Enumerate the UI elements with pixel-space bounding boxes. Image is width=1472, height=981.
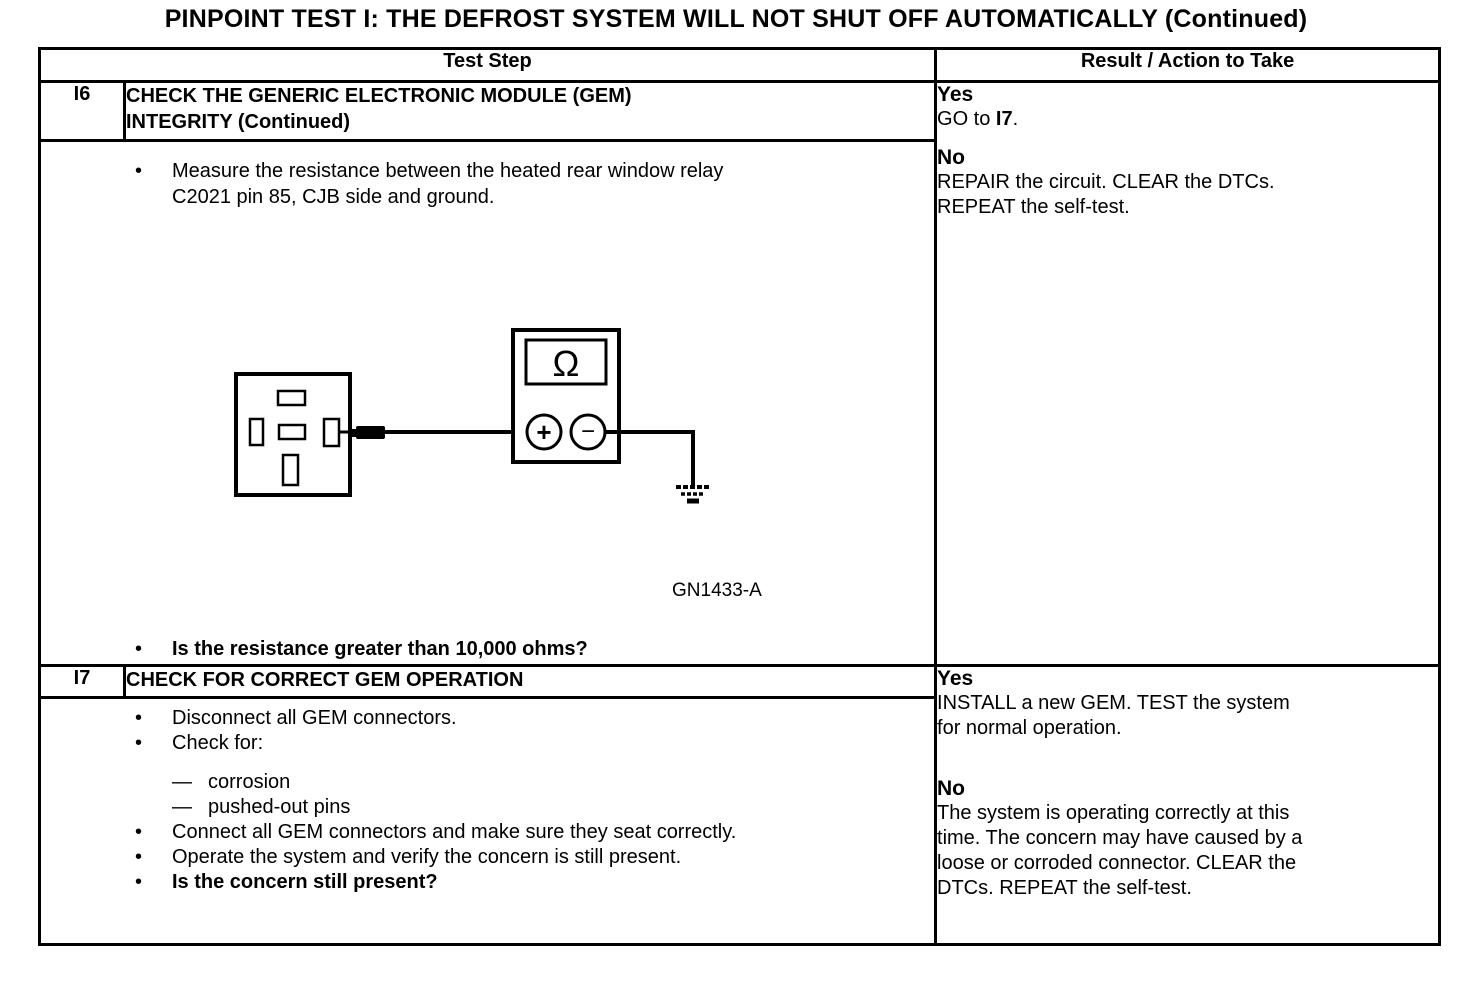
i6-question-text: Is the resistance greater than 10,000 oh… bbox=[172, 638, 588, 660]
i7-step-title: CHECK FOR CORRECT GEM OPERATION bbox=[122, 664, 938, 699]
bullet-icon: • bbox=[135, 732, 143, 754]
i7-body-cell: • Disconnect all GEM connectors. • Check… bbox=[37, 696, 938, 946]
i7-yes-label: Yes bbox=[937, 667, 974, 690]
i6-question-bullet: • Is the resistance greater than 10,000 … bbox=[41, 637, 934, 662]
circuit-diagram-svg: Ω + − bbox=[234, 328, 710, 504]
dash-icon: — bbox=[172, 796, 192, 818]
i6-yes-label: Yes bbox=[937, 83, 974, 106]
test-probe-plug-icon bbox=[350, 426, 385, 439]
bullet-icon: • bbox=[135, 871, 143, 893]
i7-title-row: I7 CHECK FOR CORRECT GEM OPERATION Yes I… bbox=[38, 664, 1442, 946]
plus-symbol: + bbox=[536, 417, 551, 447]
i6-no-action: REPAIR the circuit. CLEAR the DTCs. REPE… bbox=[937, 171, 1275, 218]
i6-no-label: No bbox=[937, 146, 966, 169]
i6-yes-step-ref: I7 bbox=[995, 108, 1013, 130]
wire-to-ground bbox=[605, 430, 695, 485]
i6-title-row: I6 CHECK THE GENERIC ELECTRONIC MODULE (… bbox=[38, 80, 1442, 667]
i7-yes-action: INSTALL a new GEM. TEST the system for n… bbox=[937, 692, 1290, 739]
i6-yes-action: GO to I7. bbox=[937, 108, 1019, 130]
bullet-icon: • bbox=[135, 846, 143, 868]
i7-question-bullet: • Is the concern still present? bbox=[41, 870, 934, 895]
i7-dash-corrosion: — corrosion bbox=[172, 771, 291, 793]
i6-result-cell: Yes GO to I7. No REPAIR the circuit. CLE… bbox=[934, 80, 1442, 667]
i7-bullet-disconnect: • Disconnect all GEM connectors. bbox=[135, 707, 457, 729]
plus-terminal-icon bbox=[525, 413, 563, 451]
test-step-header: Test Step bbox=[37, 47, 938, 83]
i7-result-cell: Yes INSTALL a new GEM. TEST the system f… bbox=[934, 664, 1442, 946]
bullet-icon: • bbox=[135, 160, 143, 182]
bullet-icon: • bbox=[135, 638, 143, 660]
minus-symbol: − bbox=[581, 418, 595, 445]
i7-no-label: No bbox=[937, 777, 966, 800]
i6-body-cell: • Measure the resistance between the hea… bbox=[37, 139, 938, 667]
i7-bullet-operate: • Operate the system and verify the conc… bbox=[135, 846, 682, 868]
i7-body-row: • Disconnect all GEM connectors. • Check… bbox=[37, 696, 1440, 946]
i6-step-title: CHECK THE GENERIC ELECTRONIC MODULE (GEM… bbox=[122, 80, 938, 142]
table-header-row: Test Step Result / Action to Take bbox=[37, 47, 1442, 83]
i7-bullet-connect: • Connect all GEM connectors and make su… bbox=[135, 821, 737, 843]
bullet-icon: • bbox=[135, 821, 143, 843]
pinpoint-test-table: Test Step Result / Action to Take I6 CHE… bbox=[37, 47, 1442, 946]
ground-icon bbox=[676, 485, 710, 504]
i7-bullet-check-for: • Check for: bbox=[135, 732, 264, 754]
i6-step-id: I6 bbox=[38, 80, 126, 142]
i6-body-row: • Measure the resistance between the hea… bbox=[37, 139, 1440, 667]
bullet-icon: • bbox=[135, 707, 143, 729]
i7-step-id: I7 bbox=[38, 664, 126, 699]
dash-icon: — bbox=[172, 771, 192, 793]
i6-measure-text: Measure the resistance between the heate… bbox=[172, 160, 724, 208]
i6-measure-bullet: • Measure the resistance between the hea… bbox=[41, 158, 934, 210]
relay-connector-icon bbox=[234, 372, 352, 497]
ohmmeter-icon: Ω + − bbox=[511, 328, 621, 464]
i7-question-text: Is the concern still present? bbox=[172, 871, 438, 893]
i7-no-action: The system is operating correctly at thi… bbox=[937, 802, 1303, 899]
ohmmeter-test-diagram: Ω + − GN1433-A bbox=[41, 210, 934, 605]
figure-label: GN1433-A bbox=[672, 580, 762, 601]
result-action-header: Result / Action to Take bbox=[934, 47, 1442, 83]
ohm-display: Ω bbox=[553, 343, 580, 384]
page-title: PINPOINT TEST I: THE DEFROST SYSTEM WILL… bbox=[164, 5, 1308, 33]
i7-dash-pushed-out: — pushed-out pins bbox=[172, 796, 351, 818]
